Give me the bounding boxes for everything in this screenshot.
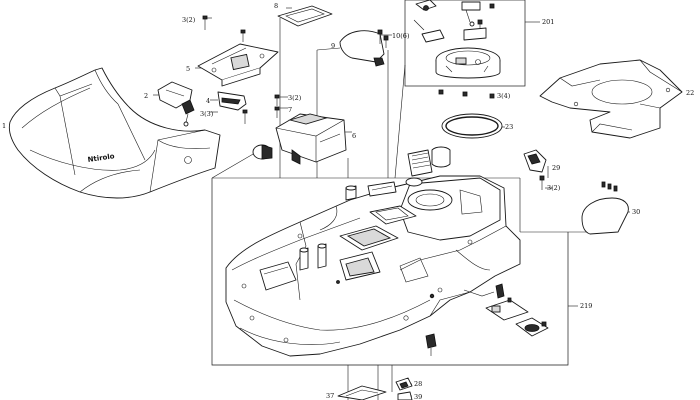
callout-3-right: 3(2): [547, 184, 561, 192]
callout-10: 10(6): [392, 32, 410, 40]
callout-4: 4: [206, 97, 210, 105]
callout-3-mid: 3(2): [288, 94, 302, 102]
callout-23: 23: [505, 123, 513, 131]
part-4-handle: [217, 91, 247, 111]
part-37-plate: [337, 385, 387, 400]
callout-1: 1: [2, 122, 6, 130]
callout-3-top: 3(2): [182, 16, 196, 24]
callout-29: 29: [552, 164, 560, 172]
callout-219: 219: [580, 302, 592, 310]
callout-6: 6: [352, 132, 356, 140]
part-22-handle-frame: [539, 59, 683, 139]
callout-201: 201: [542, 18, 554, 26]
callout-7: 7: [288, 106, 292, 114]
callout-37: 37: [326, 392, 334, 400]
part-1-top-cover: Ntirolo: [8, 67, 221, 199]
part-5-bracket: [197, 43, 279, 87]
callout-5: 5: [186, 65, 190, 73]
part-39-screw: [397, 391, 413, 400]
callout-3-left: 3(3): [200, 110, 214, 118]
part-201-assembly: [413, 0, 501, 79]
part-9-flap: [339, 29, 389, 67]
part-30-pad: [581, 181, 629, 235]
callout-39: 39: [414, 393, 422, 400]
part-23-o-ring: [441, 113, 503, 139]
callout-22: 22: [686, 89, 694, 97]
part-6-housing: [275, 113, 347, 165]
part-7-plug: [252, 144, 273, 160]
callout-28: 28: [414, 380, 422, 388]
callout-9: 9: [331, 42, 335, 50]
part-219-chassis: [225, 146, 521, 357]
part-29-latch: [523, 149, 547, 190]
callout-2: 2: [144, 92, 148, 100]
screws-3-top: [202, 15, 280, 124]
callout-3-ring: 3(4): [497, 92, 511, 100]
part-charging-contacts: [463, 283, 549, 337]
part-8-panel: [277, 5, 333, 27]
part-28-clip: [395, 377, 413, 391]
part-connector-bottom: [425, 333, 437, 356]
callout-8: 8: [274, 2, 278, 10]
brand-logo-text: Ntirolo: [87, 152, 115, 164]
screws-3-ring: [438, 89, 495, 99]
callout-30: 30: [632, 208, 640, 216]
part-2-connector: [157, 81, 195, 127]
